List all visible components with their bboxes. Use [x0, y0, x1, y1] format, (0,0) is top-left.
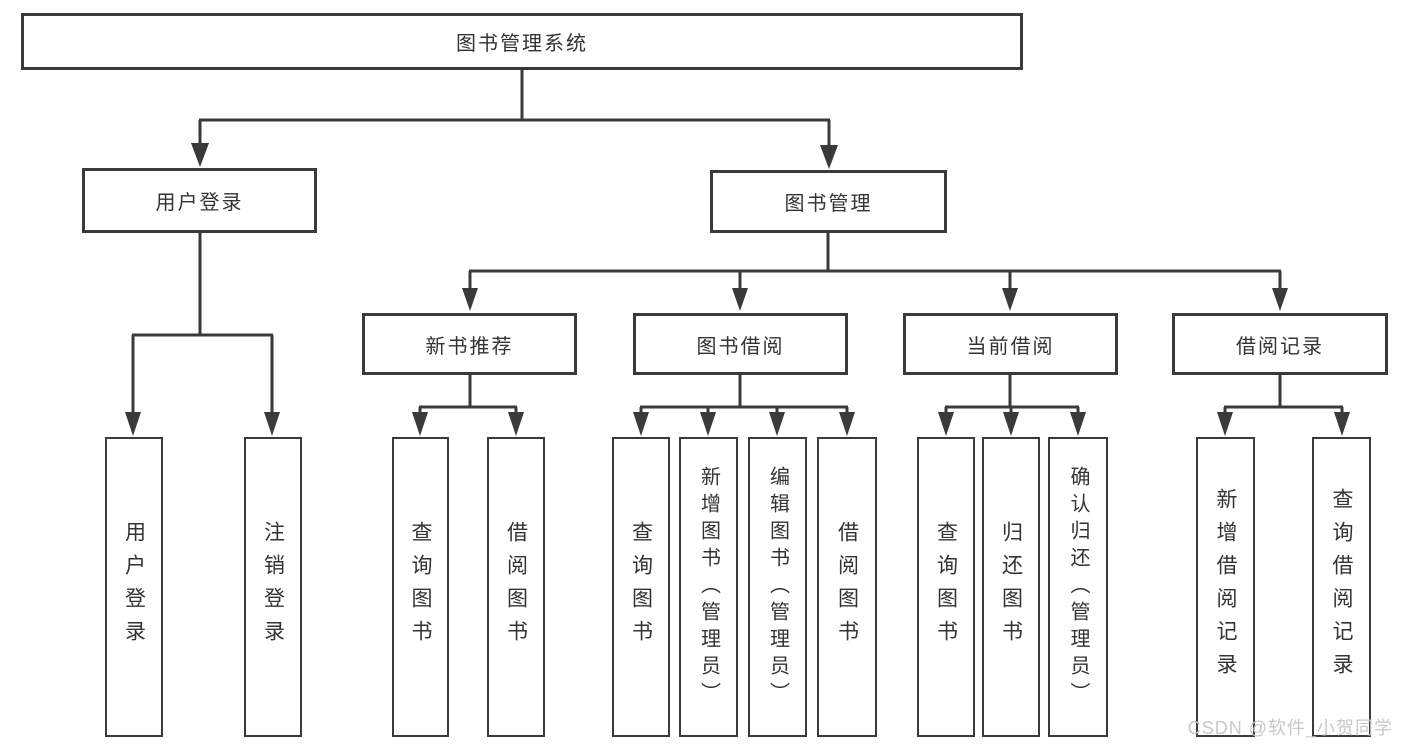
- leaf-label: 新增图书（管理员）: [697, 465, 720, 709]
- connector-book-borrowing-split: [639, 375, 849, 414]
- leaf-query-borrow-record: 查询借阅记录: [1312, 437, 1371, 737]
- leaf-query-books-2: 查询图书: [612, 437, 670, 737]
- node-label: 图书借阅: [696, 335, 785, 358]
- leaf-query-books-1: 查询图书: [392, 437, 449, 737]
- node-label: 新书推荐: [425, 335, 514, 358]
- leaf-label: 用户登录: [122, 521, 146, 653]
- leaf-user-login: 用户登录: [105, 437, 163, 737]
- node-new-book-recommend: 新书推荐: [362, 313, 577, 375]
- connector-current-borrowing-split: [944, 375, 1080, 414]
- node-library-management-system: 图书管理系统: [21, 13, 1023, 70]
- leaf-label: 查询图书: [629, 521, 653, 653]
- leaf-label: 归还图书: [999, 521, 1023, 653]
- leaf-label: 确认归还（管理员）: [1067, 465, 1089, 709]
- connector-book-management-split: [468, 233, 1282, 290]
- node-current-borrowing: 当前借阅: [903, 313, 1118, 375]
- node-label: 借阅记录: [1236, 335, 1324, 358]
- node-borrow-records: 借阅记录: [1172, 313, 1388, 375]
- connector-root-split: [198, 70, 831, 148]
- node-book-borrowing: 图书借阅: [633, 313, 848, 375]
- connector-user-login-split: [131, 233, 274, 414]
- leaf-add-borrow-record: 新增借阅记录: [1196, 437, 1255, 737]
- leaf-label: 查询图书: [409, 521, 433, 653]
- leaf-add-book-admin: 新增图书（管理员）: [679, 437, 738, 737]
- csdn-watermark: CSDN @软件_小贺同学: [1187, 718, 1393, 738]
- leaf-label: 查询借阅记录: [1330, 488, 1354, 686]
- leaf-logout-login: 注销登录: [244, 437, 302, 737]
- leaf-borrow-books-2: 借阅图书: [817, 437, 877, 737]
- leaf-borrow-books-1: 借阅图书: [487, 437, 545, 737]
- leaf-confirm-return-admin: 确认归还（管理员）: [1048, 437, 1108, 737]
- node-label: 图书管理: [784, 193, 873, 215]
- leaf-label: 借阅图书: [835, 521, 859, 653]
- leaf-label: 借阅图书: [504, 521, 528, 653]
- node-label: 用户登录: [155, 192, 244, 214]
- connector-borrow-records-split: [1223, 375, 1344, 414]
- node-label: 当前借阅: [966, 335, 1055, 358]
- leaf-query-books-3: 查询图书: [917, 437, 975, 737]
- node-user-login: 用户登录: [82, 168, 317, 233]
- leaf-edit-book-admin: 编辑图书（管理员）: [748, 437, 807, 737]
- leaf-label: 新增借阅记录: [1214, 488, 1238, 686]
- connector-new-book-split: [418, 375, 518, 414]
- node-label: 图书管理系统: [456, 33, 588, 55]
- leaf-label: 查询图书: [934, 521, 958, 653]
- leaf-label: 编辑图书（管理员）: [766, 465, 789, 709]
- node-book-management: 图书管理: [710, 170, 947, 233]
- leaf-return-books: 归还图书: [982, 437, 1040, 737]
- leaf-label: 注销登录: [261, 521, 285, 653]
